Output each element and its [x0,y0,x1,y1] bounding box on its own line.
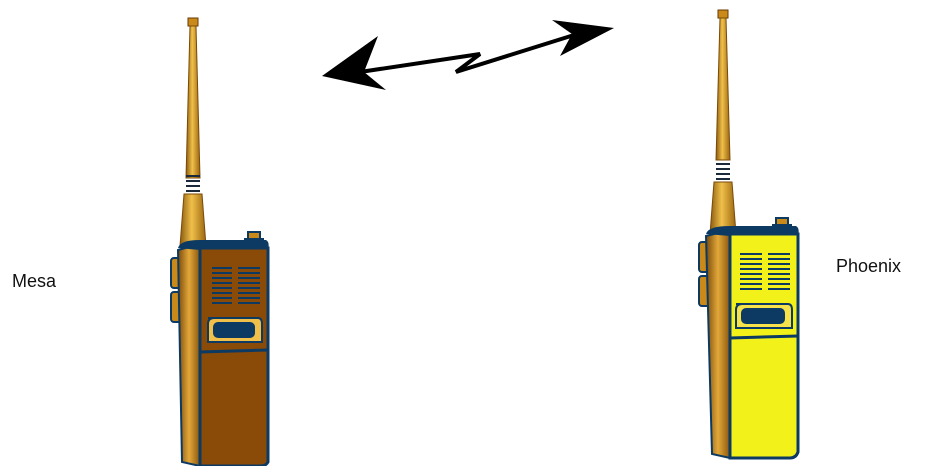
right-radio-icon [698,9,800,460]
left-radio-icon [170,17,270,466]
link-arrow-icon [322,20,614,90]
right-radio-label: Phoenix [836,256,902,276]
left-radio-label: Mesa [12,271,57,291]
